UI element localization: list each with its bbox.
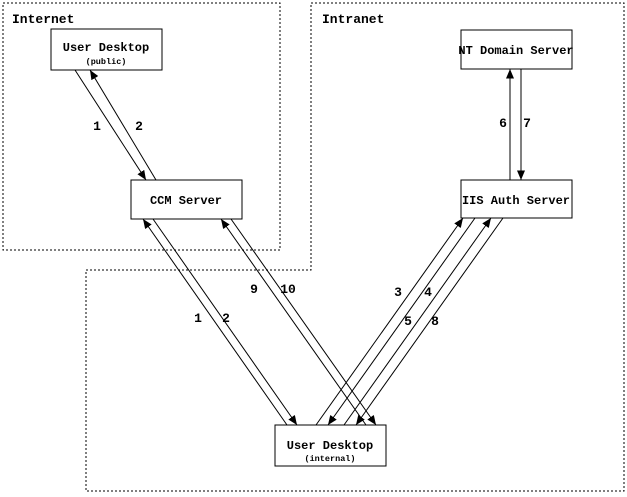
edge-label-4: 4 bbox=[424, 285, 432, 300]
node-user-desktop-public-label: User Desktop bbox=[63, 41, 149, 55]
edge-label-10: 10 bbox=[280, 282, 296, 297]
edge-label-2-public: 2 bbox=[135, 119, 143, 134]
edge-label-1-internal: 1 bbox=[194, 311, 202, 326]
node-user-desktop-internal-label: User Desktop bbox=[287, 439, 373, 453]
edge-label-2-internal: 2 bbox=[222, 311, 230, 326]
node-user-desktop-public-sublabel: (public) bbox=[86, 57, 127, 67]
edge-label-9: 9 bbox=[250, 282, 258, 297]
node-nt-domain-server: NT Domain Server bbox=[458, 29, 574, 70]
edge-label-6: 6 bbox=[499, 116, 507, 131]
arrow-8-iis-to-internal bbox=[355, 217, 504, 426]
node-user-desktop-public: User Desktop (public) bbox=[50, 28, 163, 71]
edge-label-7: 7 bbox=[523, 116, 531, 131]
intranet-zone-label: Intranet bbox=[322, 12, 384, 27]
arrow-4-iis-to-internal bbox=[327, 217, 476, 426]
node-iis-auth-server-box bbox=[460, 179, 573, 219]
arrow-9-internal-to-ccm bbox=[220, 218, 367, 426]
node-user-desktop-internal-sublabel: (internal) bbox=[304, 454, 355, 464]
edge-label-1-public: 1 bbox=[93, 119, 101, 134]
arrow-1-internal-to-ccm bbox=[142, 218, 288, 426]
node-nt-domain-server-box bbox=[460, 29, 573, 70]
internet-zone-label: Internet bbox=[12, 12, 74, 27]
intranet-zone-border bbox=[85, 2, 625, 492]
node-nt-domain-server-label: NT Domain Server bbox=[458, 44, 573, 58]
node-user-desktop-internal-box bbox=[274, 424, 387, 467]
node-iis-auth-server: IIS Auth Server bbox=[460, 179, 573, 219]
arrow-10-ccm-to-internal bbox=[230, 218, 377, 426]
arrow-2-ccm-to-public bbox=[89, 69, 157, 181]
edge-label-8: 8 bbox=[431, 314, 439, 329]
arrow-5-internal-to-iis bbox=[343, 217, 492, 426]
node-user-desktop-public-box bbox=[50, 28, 163, 71]
node-ccm-server: CCM Server bbox=[130, 179, 243, 220]
node-iis-auth-server-label: IIS Auth Server bbox=[462, 194, 570, 208]
edge-label-5: 5 bbox=[404, 314, 412, 329]
arrow-2-ccm-to-internal bbox=[152, 218, 298, 426]
node-ccm-server-label: CCM Server bbox=[150, 194, 222, 208]
internet-zone-border bbox=[2, 2, 281, 251]
arrow-1-public-to-ccm bbox=[74, 69, 147, 181]
arrow-3-internal-to-iis bbox=[315, 217, 464, 426]
node-user-desktop-internal: User Desktop (internal) bbox=[274, 424, 387, 467]
node-ccm-server-box bbox=[130, 179, 243, 220]
edge-label-3: 3 bbox=[394, 285, 402, 300]
